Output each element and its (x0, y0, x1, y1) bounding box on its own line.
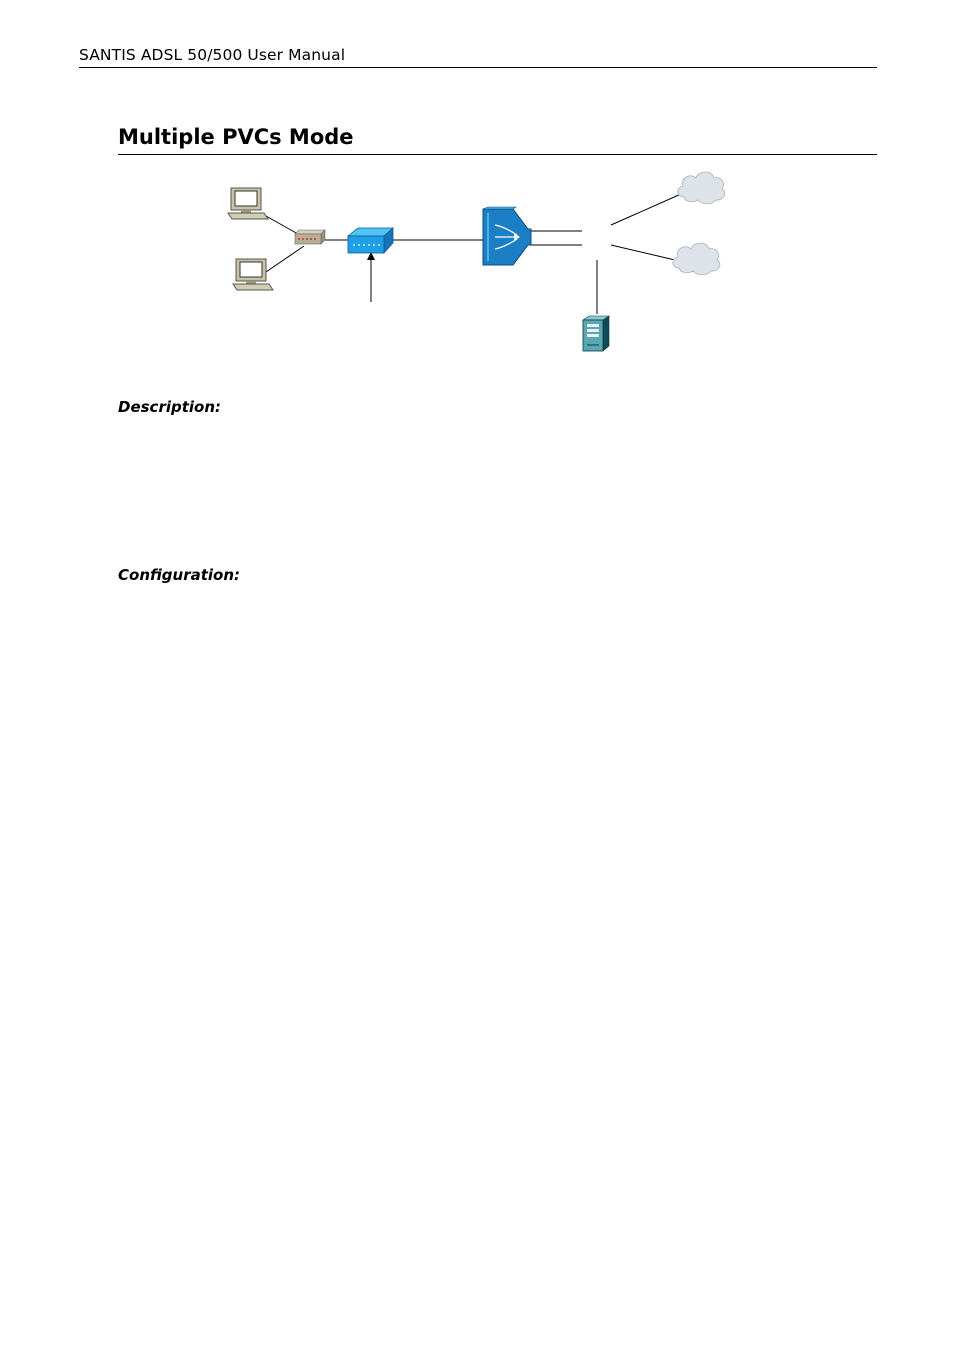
running-header: SANTIS ADSL 50/500 User Manual (79, 45, 877, 68)
pc-icon (232, 258, 274, 291)
adsl-modem-icon (346, 227, 395, 255)
pc-icon (227, 187, 269, 220)
description-heading: Description: (118, 398, 222, 416)
cloud-icon (677, 171, 726, 205)
section-title-text: Multiple PVCs Mode (118, 125, 354, 149)
dslam-icon (482, 206, 532, 266)
server-icon (582, 315, 610, 352)
network-diagram (227, 171, 726, 352)
link-to-cloud-lower (610, 244, 676, 261)
link-pc1-hub (265, 215, 299, 235)
cloud-icon (672, 242, 721, 276)
configuration-heading: Configuration: (118, 566, 241, 584)
hub-icon (294, 229, 326, 245)
manual-title: SANTIS ADSL 50/500 User Manual (79, 46, 346, 64)
connection-lines (265, 193, 682, 314)
link-to-cloud-upper (610, 193, 682, 226)
link-pc2-hub (265, 245, 305, 273)
section-title: Multiple PVCs Mode (118, 122, 877, 155)
